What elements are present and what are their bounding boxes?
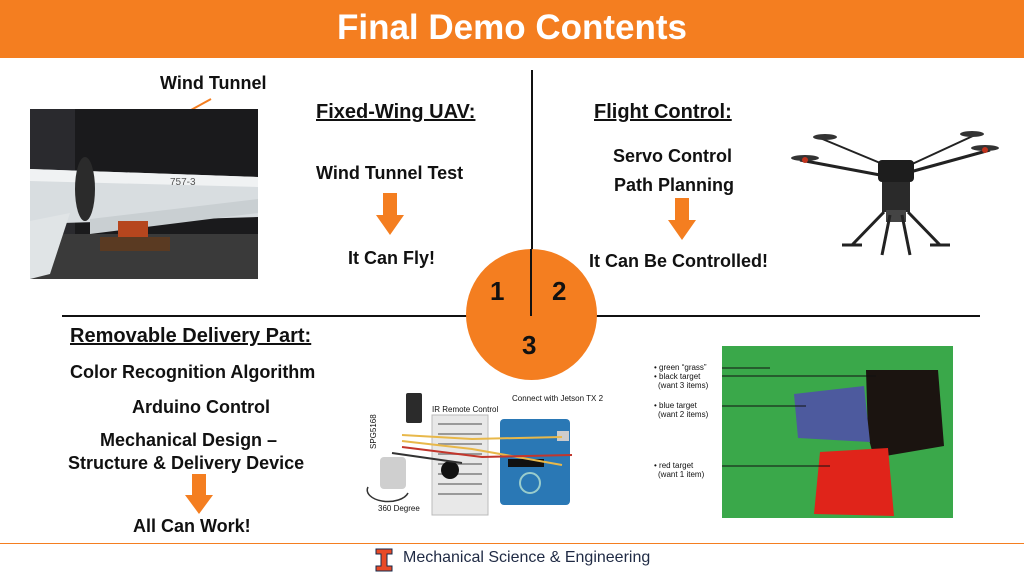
plane-number: 757-3	[170, 177, 196, 188]
down-arrow-icon	[668, 198, 696, 240]
wind-tunnel-test-text: Wind Tunnel Test	[316, 163, 464, 183]
wind-tunnel-label: Wind Tunnel	[160, 73, 267, 93]
wind-tunnel-plane-image: 757-3	[30, 109, 258, 279]
blue-target-label: • blue target	[654, 401, 698, 410]
red-target	[814, 448, 894, 516]
circle-divider	[530, 249, 532, 316]
servo-control-text: Servo Control	[613, 146, 733, 166]
delivery-part-heading: Removable Delivery Part:	[70, 325, 312, 347]
jetson-label: Connect with Jetson TX 2	[512, 394, 604, 403]
blue-target-want: (want 2 items)	[658, 410, 709, 419]
down-arrow-icon	[376, 193, 404, 235]
it-can-be-controlled-text: It Can Be Controlled!	[589, 251, 768, 271]
arduino-control-text: Arduino Control	[132, 397, 270, 417]
color-recognition-text: Color Recognition Algorithm	[70, 362, 316, 382]
mechanical-design-text: Mechanical Design –	[100, 430, 278, 450]
structure-delivery-text: Structure & Delivery Device	[68, 453, 305, 473]
black-target	[866, 370, 944, 458]
path-planning-text: Path Planning	[614, 175, 735, 195]
vertical-divider	[531, 70, 533, 316]
black-target-label: • black target	[654, 372, 701, 381]
quadrant-number-3: 3	[522, 330, 537, 360]
all-can-work-text: All Can Work!	[133, 516, 251, 536]
ir-remote-icon	[406, 393, 422, 423]
down-arrow-icon	[185, 474, 213, 514]
black-target-want: (want 3 items)	[658, 381, 709, 390]
color-targets-image: • green “grass” • black target (want 3 i…	[648, 346, 953, 518]
servo-icon	[380, 457, 406, 489]
blue-target	[794, 386, 870, 442]
slide-title: Final Demo Contents	[336, 8, 688, 47]
drone-image	[791, 131, 999, 256]
wind-tunnel-photo: 757-3	[30, 109, 258, 279]
servo-model-label: SPG5168	[369, 414, 378, 449]
red-target-label: • red target	[654, 461, 694, 470]
red-target-want: (want 1 item)	[658, 470, 705, 479]
green-grass-label: • green “grass”	[654, 363, 707, 372]
footer-divider	[0, 543, 1024, 544]
ir-remote-label: IR Remote Control	[432, 405, 498, 414]
arduino-circuit-diagram: IR Remote Control Connect with Jetson TX…	[366, 393, 604, 516]
quadrant-number-2: 2	[552, 276, 567, 306]
flight-control-heading: Flight Control:	[594, 101, 732, 123]
quadrant-number-1: 1	[490, 276, 505, 306]
title-banner	[0, 0, 1024, 58]
illinois-block-i-logo	[375, 548, 393, 572]
fixed-wing-heading: Fixed-Wing UAV:	[316, 101, 476, 123]
buzzer-icon	[441, 461, 459, 479]
footer-department: Mechanical Science & Engineering	[403, 549, 651, 566]
it-can-fly-text: It Can Fly!	[348, 248, 436, 268]
degree-label: 360 Degree	[378, 504, 420, 513]
